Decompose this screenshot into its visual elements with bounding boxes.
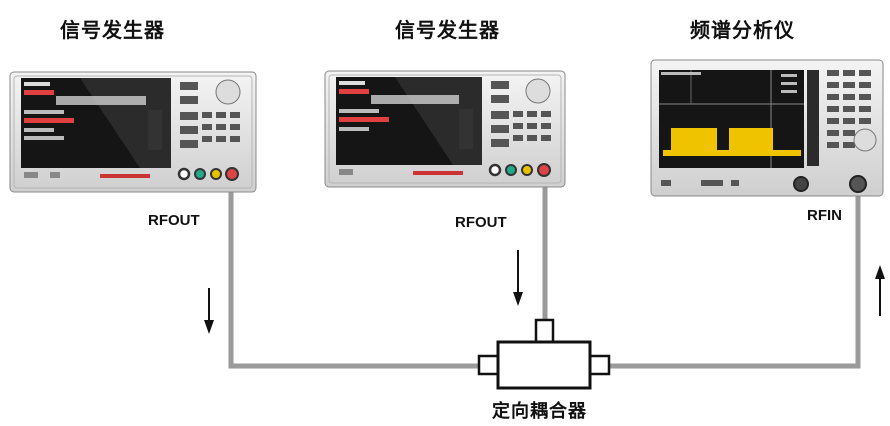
signal-generator-1-title: 信号发生器	[60, 20, 165, 42]
knob-icon	[853, 128, 877, 152]
gen2-rfout-connector-icon	[537, 163, 551, 177]
arrow-down-icon	[513, 250, 523, 306]
signal-generator-2-title: 信号发生器	[395, 20, 500, 42]
cables	[228, 186, 861, 369]
gen1-rfout-connector-icon	[225, 167, 239, 181]
analyzer-rfin-connector-icon	[849, 175, 867, 193]
gen1-rfout-label: RFOUT	[148, 212, 200, 229]
arrow-down-icon	[204, 288, 214, 334]
cable-gen1	[228, 192, 488, 369]
signal-generator-1	[9, 71, 257, 193]
spectrum-analyzer-title: 频谱分析仪	[690, 20, 795, 42]
directional-coupler	[477, 318, 611, 390]
knob-icon	[215, 79, 241, 105]
cable-analyzer	[602, 188, 861, 369]
gen2-rfout-label: RFOUT	[455, 214, 507, 231]
knob-icon	[525, 78, 551, 104]
directional-coupler-label: 定向耦合器	[492, 401, 587, 421]
analyzer-rfin-label: RFIN	[807, 207, 842, 224]
spectrum-analyzer	[650, 59, 884, 197]
signal-arrows	[204, 250, 885, 334]
arrow-up-icon	[875, 265, 885, 316]
signal-generator-2	[324, 70, 566, 188]
spectrum-traces	[663, 128, 801, 156]
